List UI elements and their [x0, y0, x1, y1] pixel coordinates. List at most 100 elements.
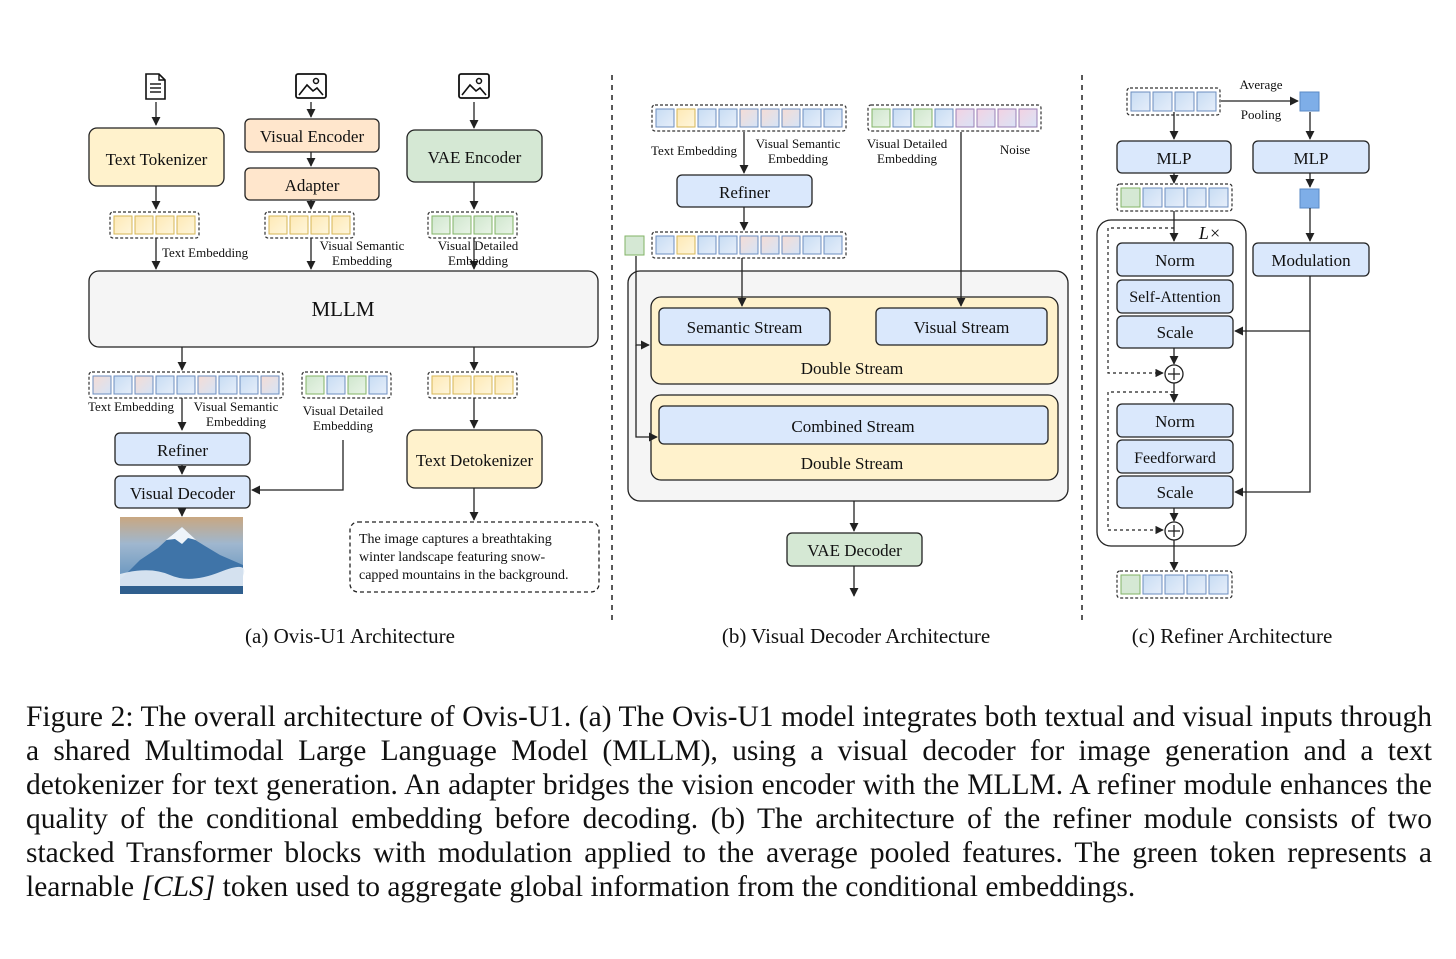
output-detailed-tokens [301, 371, 392, 399]
out-visual-detailed-label-1: Visual Detailed [303, 403, 384, 418]
embedding-token [113, 375, 133, 395]
text-detokenizer-label: Text Detokenizer [416, 451, 534, 470]
embedding-token [697, 108, 717, 128]
embedding-token [134, 375, 154, 395]
out-visual-semantic-label-1: Visual Semantic [194, 399, 279, 414]
embedding-token [1186, 187, 1207, 208]
embedding-token [739, 108, 759, 128]
embedding-token [305, 375, 325, 395]
embedding-token [218, 375, 238, 395]
embedding-token [934, 108, 954, 128]
visual-semantic-tokens [264, 211, 355, 239]
embedding-token [260, 375, 280, 395]
embedding-token [1130, 91, 1151, 112]
embedding-token [113, 215, 133, 235]
residual-add-icon [1164, 364, 1184, 384]
embedding-token [331, 215, 351, 235]
b-visual-semantic-label-1: Visual Semantic [756, 136, 841, 151]
refiner-label-b: Refiner [719, 183, 770, 202]
embedding-token [760, 235, 780, 255]
visual-decoder-label: Visual Decoder [130, 484, 236, 503]
mountain-image [120, 517, 245, 594]
embedding-token [494, 215, 514, 235]
c-mlp-tokens [1116, 183, 1233, 212]
text-embedding-tokens [109, 211, 200, 239]
embedding-token [473, 215, 493, 235]
embedding-token [1142, 187, 1163, 208]
image-icon [295, 73, 327, 99]
visual-semantic-label-2: Embedding [332, 253, 392, 268]
visual-detailed-label-1: Visual Detailed [438, 238, 519, 253]
b-visual-detailed-label-2: Embedding [877, 151, 937, 166]
token-group-outline [651, 231, 847, 259]
embedding-token [268, 215, 288, 235]
embedding-token [823, 235, 843, 255]
cls-token [624, 235, 645, 256]
embedding-token [676, 108, 696, 128]
adapter-label: Adapter [285, 176, 340, 195]
embedding-token [452, 375, 472, 395]
self-attention-label: Self-Attention [1129, 289, 1221, 306]
embedding-token [655, 235, 675, 255]
panel-c: Average Pooling MLP MLP Modulation L× No… [1096, 77, 1370, 648]
output-embedding-tokens [88, 371, 284, 399]
norm-label-2: Norm [1155, 412, 1195, 431]
panel-a: Text Tokenizer Visual Encoder Adapter VA… [88, 73, 600, 648]
embedding-token [1196, 91, 1217, 112]
b-visual-detailed-label-1: Visual Detailed [867, 136, 948, 151]
average-label: Average [1239, 77, 1282, 92]
embedding-token [697, 235, 717, 255]
embedding-token [760, 108, 780, 128]
mlp-label-right: MLP [1294, 149, 1329, 168]
embedding-token [176, 375, 196, 395]
scale-label-2: Scale [1157, 483, 1194, 502]
panel-a-caption: (a) Ovis-U1 Architecture [245, 624, 455, 648]
embedding-token [676, 235, 696, 255]
c-input-tokens [1126, 87, 1221, 116]
repeat-label: L× [1198, 223, 1221, 243]
token-group-outline [427, 371, 518, 399]
b-input-tokens-left [651, 104, 847, 132]
embedding-token [781, 235, 801, 255]
visual-encoder-box [244, 118, 380, 153]
embedding-token [1152, 91, 1173, 112]
embedding-token [1186, 574, 1207, 595]
token-group-outline [88, 371, 284, 399]
embedding-token [739, 235, 759, 255]
embedding-token [1120, 187, 1141, 208]
visual-stream-box [875, 307, 1048, 346]
feedforward-label: Feedforward [1134, 450, 1216, 467]
architecture-figure: Text Tokenizer Visual Encoder Adapter VA… [88, 73, 1370, 648]
semantic-stream-box [658, 307, 831, 346]
double-stream-label-1: Double Stream [801, 359, 903, 378]
semantic-stream-label: Semantic Stream [687, 318, 803, 337]
embedding-token [871, 108, 891, 128]
text-embedding-label: Text Embedding [162, 245, 249, 260]
caption-text-2: token used to aggregate global informati… [215, 871, 1136, 903]
caption-text-1: Figure 2: The overall architecture of Ov… [26, 701, 1432, 903]
combined-stream-box [658, 405, 1049, 445]
embedding-token [955, 108, 975, 128]
out-text-embedding-label: Text Embedding [88, 399, 175, 414]
figure-caption: Figure 2: The overall architecture of Ov… [26, 700, 1432, 904]
embedding-token [176, 215, 196, 235]
b-visual-semantic-label-2: Embedding [768, 151, 828, 166]
norm-label-1: Norm [1155, 251, 1195, 270]
pooling-label: Pooling [1241, 107, 1282, 122]
b-input-tokens-right [867, 104, 1042, 132]
embedding-token [718, 235, 738, 255]
embedding-token [802, 235, 822, 255]
embedding-token [655, 108, 675, 128]
scale-box-2 [1116, 475, 1234, 509]
embedding-token [1208, 187, 1229, 208]
embedding-token [892, 108, 912, 128]
norm-box-1 [1116, 242, 1234, 277]
embedding-token [155, 375, 175, 395]
visual-encoder-label: Visual Encoder [260, 127, 365, 146]
output-text-tokens [427, 371, 518, 399]
embedding-token [431, 215, 451, 235]
modulation-box [1252, 242, 1370, 277]
embedding-token [781, 108, 801, 128]
pooled-token [1299, 91, 1320, 112]
refiner-label-a: Refiner [157, 441, 208, 460]
